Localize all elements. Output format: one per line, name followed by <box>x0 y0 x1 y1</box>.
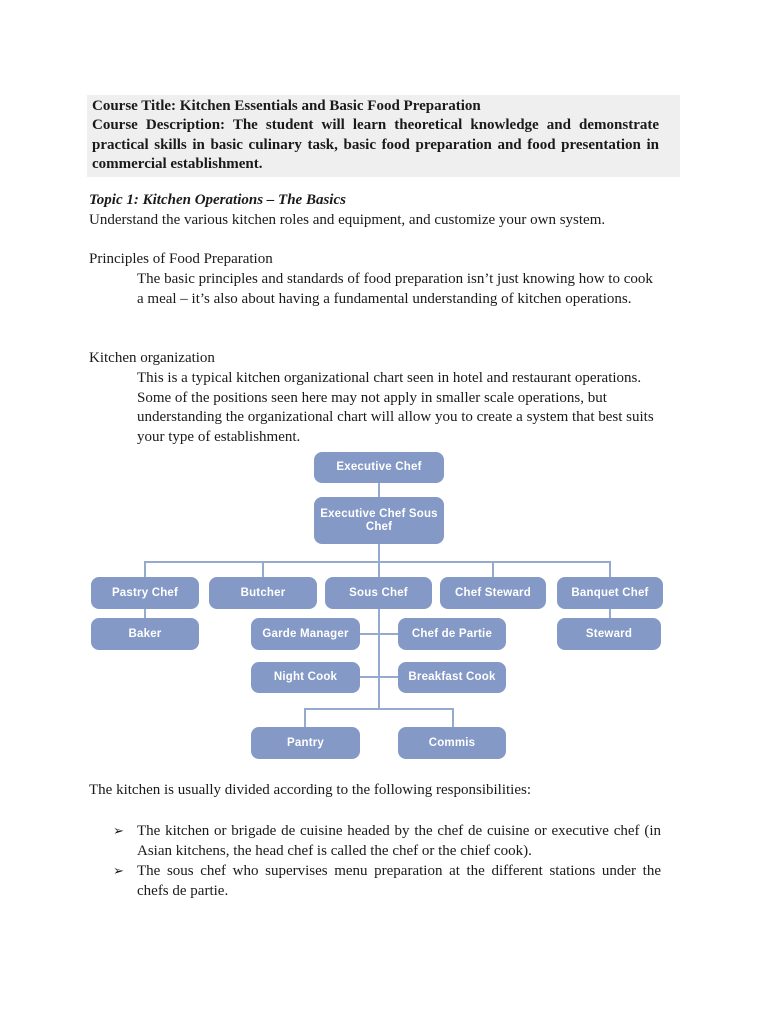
org-node-garde-manager: Garde Manager <box>251 618 360 650</box>
org-node-steward: Steward <box>557 618 661 650</box>
connector-line <box>492 561 494 577</box>
arrow-bullet-icon: ➢ <box>113 824 124 839</box>
topic-block: Topic 1: Kitchen Operations – The Basics… <box>89 191 661 230</box>
org-node-butcher: Butcher <box>209 577 317 609</box>
list-item-text: The sous chef who supervises menu prepar… <box>137 863 661 899</box>
responsibilities-intro: The kitchen is usually divided according… <box>89 782 532 798</box>
list-item: ➢ The kitchen or brigade de cuisine head… <box>113 821 661 861</box>
org-node-pantry: Pantry <box>251 727 360 759</box>
org-node-baker: Baker <box>91 618 199 650</box>
section-heading: Kitchen organization <box>89 350 215 366</box>
org-node-executive-sous-chef: Executive Chef Sous Chef <box>314 497 444 544</box>
connector-line <box>609 561 611 577</box>
connector-line <box>144 561 146 577</box>
section-heading: Principles of Food Preparation <box>89 251 273 267</box>
connector-line <box>452 708 454 729</box>
section-body: The basic principles and standards of fo… <box>137 270 653 307</box>
org-node-sous-chef: Sous Chef <box>325 577 432 609</box>
org-node-banquet-chef: Banquet Chef <box>557 577 663 609</box>
connector-line <box>609 609 611 618</box>
section-principles-of-food-preparation: Principles of Food Preparation The basic… <box>89 250 661 309</box>
org-node-commis: Commis <box>398 727 506 759</box>
connector-line <box>304 708 306 729</box>
course-header-block: Course Title: Kitchen Essentials and Bas… <box>87 95 680 178</box>
connector-line <box>358 633 400 635</box>
connector-line <box>378 544 380 561</box>
course-title: Course Title: Kitchen Essentials and Bas… <box>92 98 481 114</box>
org-node-breakfast-cook: Breakfast Cook <box>398 662 506 693</box>
org-node-night-cook: Night Cook <box>251 662 360 693</box>
responsibilities-block: The kitchen is usually divided according… <box>89 780 661 901</box>
org-node-chef-de-partie: Chef de Partie <box>398 618 506 650</box>
connector-line <box>378 561 380 577</box>
section-kitchen-organization: Kitchen organization This is a typical k… <box>89 349 661 448</box>
course-description: Course Description: The student will lea… <box>92 117 659 172</box>
connector-line <box>304 708 454 710</box>
arrow-bullet-icon: ➢ <box>113 864 124 879</box>
connector-line <box>378 483 380 497</box>
connector-line <box>262 561 264 577</box>
section-body: This is a typical kitchen organizational… <box>137 369 654 446</box>
connector-line <box>358 676 400 678</box>
responsibilities-list: ➢ The kitchen or brigade de cuisine head… <box>89 821 661 901</box>
org-node-executive-chef: Executive Chef <box>314 452 444 483</box>
list-item-text: The kitchen or brigade de cuisine headed… <box>137 823 661 859</box>
connector-line <box>144 561 611 563</box>
connector-line <box>378 609 380 709</box>
topic-heading: Topic 1: Kitchen Operations – The Basics <box>89 192 346 208</box>
connector-line <box>144 609 146 618</box>
topic-subheading: Understand the various kitchen roles and… <box>89 211 606 228</box>
org-node-chef-steward: Chef Steward <box>440 577 546 609</box>
org-node-pastry-chef: Pastry Chef <box>91 577 199 609</box>
kitchen-org-chart: Executive Chef Executive Chef Sous Chef … <box>0 452 768 762</box>
list-item: ➢ The sous chef who supervises menu prep… <box>113 861 661 901</box>
